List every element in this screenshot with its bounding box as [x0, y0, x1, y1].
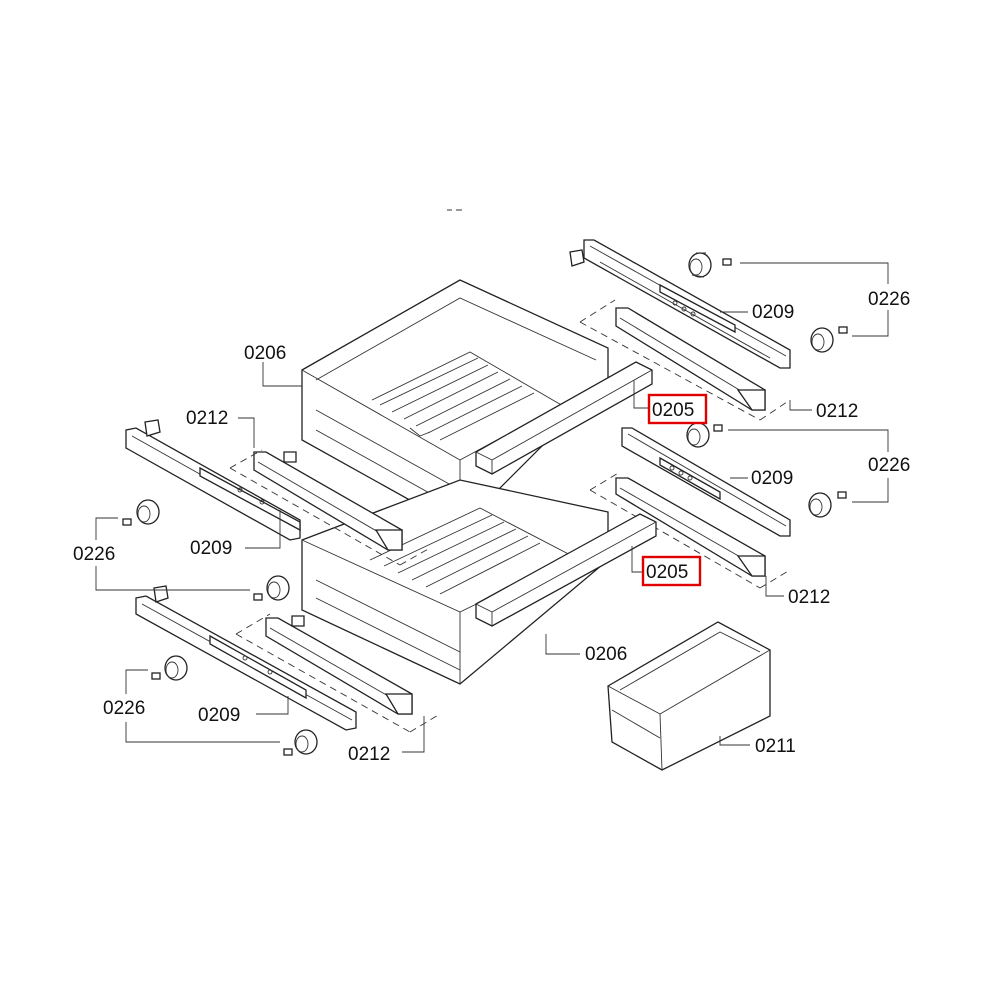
left-bottom-bracket: [235, 613, 441, 733]
label-0205-top: 0205: [652, 400, 694, 421]
label-0226-right-top: 0226: [868, 289, 910, 310]
label-0226-left-top: 0226: [73, 544, 115, 565]
label-0211: 0211: [755, 736, 796, 757]
right-top-bracket: [579, 299, 791, 421]
label-0209-right-mid: 0209: [751, 468, 793, 489]
label-0209-right-top: 0209: [752, 302, 794, 323]
label-0226-right-mid: 0226: [868, 455, 910, 476]
leader-lines: [95, 262, 889, 753]
label-0205-bottom: 0205: [646, 562, 688, 583]
right-top-slide-rail: [569, 239, 791, 369]
left-top-bracket: [229, 449, 431, 566]
left-bottom-slide-rail: [135, 585, 357, 731]
label-0212-left-top: 0212: [186, 408, 228, 429]
left-top-slide-rail: [125, 419, 301, 541]
label-0206-bottom: 0206: [585, 644, 627, 665]
label-0212-right-top: 0212: [816, 401, 858, 422]
label-0226-left-bottom: 0226: [103, 698, 145, 719]
wheel-rollers: [122, 252, 848, 756]
right-mid-slide-rail: [621, 427, 791, 537]
label-0212-right-mid: 0212: [788, 587, 830, 608]
label-0206-top: 0206: [244, 343, 286, 364]
label-0209-left-bottom: 0209: [198, 705, 240, 726]
small-bin: [607, 621, 771, 771]
label-0212-left-bottom: 0212: [348, 744, 390, 765]
highlight-box-0205-top: [647, 393, 708, 425]
highlight-box-0205-bottom: [641, 555, 702, 587]
label-0209-left-top: 0209: [190, 538, 232, 559]
upper-drawer: [301, 279, 653, 529]
right-mid-bracket: [589, 471, 791, 589]
